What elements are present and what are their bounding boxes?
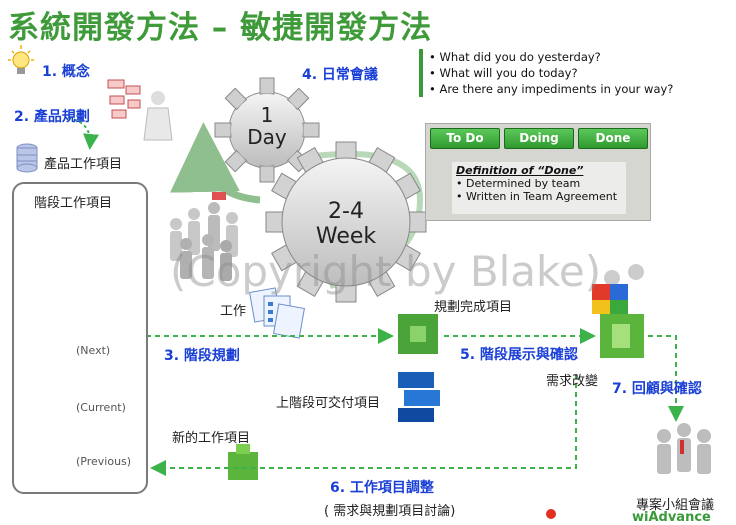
step-concept: 1. 概念 bbox=[42, 64, 90, 80]
dod-title: Definition of “Done” bbox=[456, 164, 584, 177]
dod-item: Written in Team Agreement bbox=[456, 190, 622, 203]
team-meeting-label: 專案小組會議 bbox=[636, 498, 715, 513]
task-documents-icon bbox=[249, 287, 305, 339]
company-logo: wiAdvance bbox=[632, 510, 711, 525]
previous-label: (Previous) bbox=[76, 455, 132, 468]
team-crowd-icon bbox=[170, 192, 238, 281]
gear-big-number: 2-4 bbox=[328, 199, 364, 224]
step-stage-planning: 3. 階段規劃 bbox=[164, 348, 240, 364]
green-cube-planned-icon bbox=[398, 314, 438, 354]
gear-small-unit: Day bbox=[247, 125, 287, 149]
puzzle-team-icon bbox=[592, 264, 644, 314]
planned-done-label: 規劃完成項目 bbox=[434, 300, 513, 315]
requirement-change-label: 需求改變 bbox=[546, 374, 599, 389]
gear-small-number: 1 bbox=[260, 103, 274, 127]
product-backlog-label: 產品工作項目 bbox=[44, 157, 123, 172]
adjust-note-label: ( 需求與規劃項目討論) bbox=[324, 504, 456, 519]
standup-question: Are there any impediments in your way? bbox=[429, 81, 673, 97]
stage-items-label: 階段工作項目 bbox=[34, 196, 113, 211]
standup-questions: What did you do yesterday? What will you… bbox=[419, 49, 673, 97]
board-column-doing: Doing bbox=[504, 128, 574, 149]
dod-item: Determined by team bbox=[456, 177, 622, 190]
stage-backlog-panel bbox=[12, 182, 148, 494]
lightbulb-icon bbox=[8, 45, 34, 74]
next-label: (Next) bbox=[76, 344, 111, 357]
definition-of-done: Definition of “Done” Determined by team … bbox=[452, 162, 626, 214]
planning-person-icon bbox=[107, 79, 173, 141]
standup-question: What did you do yesterday? bbox=[429, 49, 673, 65]
step-stage-demo: 5. 階段展示與確認 bbox=[460, 347, 578, 363]
gear-big-text: 2-4 Week bbox=[296, 199, 396, 249]
step-item-adjust: 6. 工作項目調整 bbox=[330, 480, 434, 496]
board-column-todo: To Do bbox=[430, 128, 500, 149]
watermark: (Copyright by Blake) bbox=[170, 247, 602, 296]
standup-question: What will you do today? bbox=[429, 65, 673, 81]
new-items-label: 新的工作項目 bbox=[172, 431, 251, 446]
database-icon bbox=[16, 143, 38, 173]
gear-small-icon bbox=[214, 77, 320, 183]
task-board: To Do Doing Done Definition of “Done” De… bbox=[425, 123, 651, 221]
current-label: (Current) bbox=[76, 401, 126, 414]
meeting-team-icon bbox=[657, 423, 711, 474]
work-label: 工作 bbox=[220, 304, 247, 319]
step-product-planning: 2. 產品規劃 bbox=[14, 109, 90, 125]
blue-cube-deliverable-icon bbox=[398, 372, 440, 422]
page-title: 系統開發方法 – 敏捷開發方法 bbox=[8, 10, 433, 46]
logo-dot-icon bbox=[546, 509, 556, 519]
gear-big-icon bbox=[265, 141, 427, 303]
board-column-done: Done bbox=[578, 128, 648, 149]
gear-big-unit: Week bbox=[315, 224, 377, 249]
green-cube-new-icon bbox=[228, 444, 258, 480]
gear-small-text: 1 Day bbox=[237, 104, 297, 148]
step-daily-meeting: 4. 日常會議 bbox=[302, 67, 378, 83]
step-review: 7. 回顧與確認 bbox=[612, 381, 702, 397]
last-deliverable-label: 上階段可交付項目 bbox=[276, 396, 381, 411]
green-cube-review-icon bbox=[600, 314, 644, 358]
